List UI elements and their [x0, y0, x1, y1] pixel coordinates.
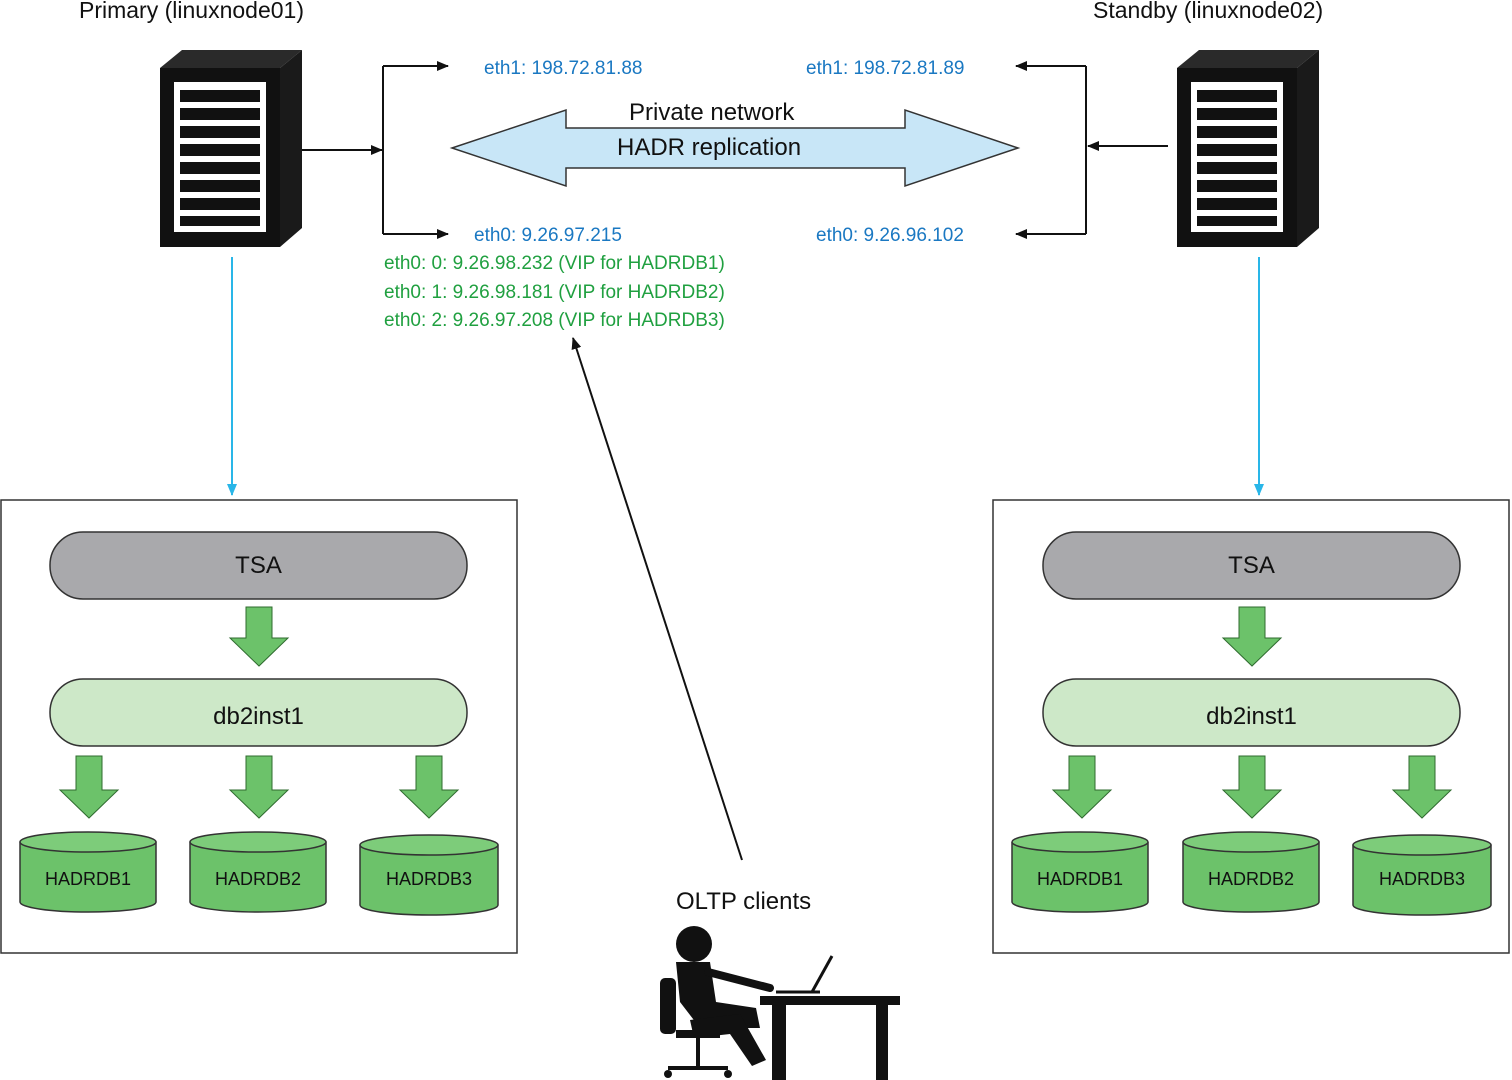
primary-instance-box	[49, 678, 468, 747]
primary-eth0-label: eth0: 9.26.97.215	[474, 225, 622, 246]
primary-instance-label: db2inst1	[213, 703, 304, 730]
standby-db-label: HADRDB3	[1378, 869, 1466, 889]
vip-label: eth0: 0: 9.26.98.232 (VIP for HADRDB1)	[384, 253, 725, 274]
standby-db-arrow	[1391, 755, 1453, 819]
primary-tsa-label: TSA	[235, 552, 282, 579]
primary-db-label: HADRDB3	[385, 869, 473, 889]
standby-tsa-box	[1042, 531, 1461, 600]
primary-db-label: HADRDB1	[44, 869, 132, 889]
primary-tsa-box	[49, 531, 468, 600]
vip-label: eth0: 2: 9.26.97.208 (VIP for HADRDB3)	[384, 310, 725, 331]
standby-host-box	[992, 499, 1510, 954]
primary-nic-connector	[302, 61, 449, 239]
standby-db-cylinder	[1011, 831, 1149, 913]
standby-eth1-label: eth1: 198.72.81.89	[806, 58, 965, 79]
client-user-icon	[660, 926, 900, 1080]
primary-host-box	[0, 499, 518, 954]
client-connection-arrow	[571, 337, 743, 861]
standby-db-label: HADRDB1	[1036, 869, 1124, 889]
standby-db-label: HADRDB2	[1207, 869, 1295, 889]
primary-tsa-arrow	[228, 606, 290, 667]
vip-label: eth0: 1: 9.26.98.181 (VIP for HADRDB2)	[384, 282, 725, 303]
primary-eth1-label: eth1: 198.72.81.88	[484, 58, 643, 79]
standby-tsa-label: TSA	[1228, 552, 1275, 579]
standby-eth0-label: eth0: 9.26.96.102	[816, 225, 964, 246]
standby-db-cylinder	[1182, 831, 1320, 913]
primary-db-arrow	[58, 755, 120, 819]
primary-db-cylinder	[19, 831, 157, 913]
hadr-replication-label: HADR replication	[617, 134, 802, 161]
standby-instance-label: db2inst1	[1206, 703, 1297, 730]
standby-db-cylinder	[1352, 834, 1492, 916]
standby-tsa-arrow	[1221, 606, 1283, 667]
primary-db-cylinder	[189, 831, 327, 913]
standby-node-title: Standby (linuxnode02)	[1093, 0, 1324, 23]
standby-db-arrow	[1221, 755, 1283, 819]
standby-db-arrow	[1051, 755, 1113, 819]
primary-db-label: HADRDB2	[214, 869, 302, 889]
primary-server-icon	[160, 50, 302, 247]
primary-db-arrow	[228, 755, 290, 819]
oltp-clients-label: OLTP clients	[676, 888, 812, 915]
private-network-arrow	[449, 108, 1021, 188]
primary-db-arrow	[398, 755, 460, 819]
primary-node-title: Primary (linuxnode01)	[79, 0, 304, 23]
standby-server-icon	[1177, 50, 1319, 247]
standby-instance-box	[1042, 678, 1461, 747]
standby-nic-connector	[1015, 61, 1168, 239]
primary-db-cylinder	[359, 834, 499, 916]
private-network-label: Private network	[629, 99, 795, 126]
